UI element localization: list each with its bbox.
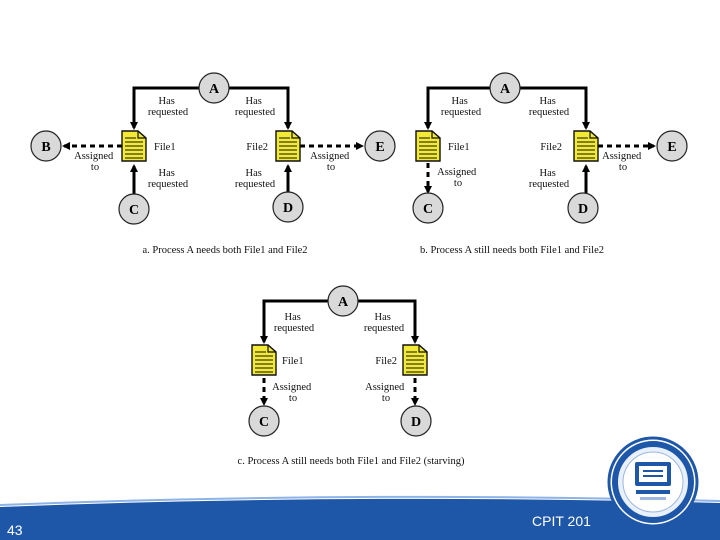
edge-label-has-requested: Has requested [274,312,315,334]
edge-label-has-requested: Has requested [529,96,570,118]
page-number: 43 [7,522,23,538]
node-a: A [327,285,359,317]
node-d: D [272,191,304,223]
file1-icon [121,130,147,162]
edge-a-file2 [519,86,590,130]
edge-label-assigned-to: Assigned to [74,151,116,173]
node-a-label: A [209,82,220,97]
edge-label-assigned-to: Assigned to [437,167,479,189]
panel-b: Has requested Has requested Assigned to … [412,72,688,256]
node-d: D [400,405,432,437]
file1-label: File1 [282,356,304,367]
node-e: E [364,130,396,162]
footer-bar [0,498,720,540]
edge-a-file2 [228,86,292,130]
node-d-label: D [411,415,421,430]
file2-label: File2 [246,142,268,153]
edge-label-has-requested: Has requested [441,96,482,118]
footer: 43 CPIT 201 [0,436,720,540]
file1-label: File1 [154,142,176,153]
file2-icon [275,130,301,162]
edge-label-has-requested: Has requested [529,168,570,190]
node-d: D [567,192,599,224]
edge-label-assigned-to: Assigned to [602,151,644,173]
node-a: A [198,72,230,104]
edge-label-assigned-to: Assigned to [272,382,314,404]
node-a: A [489,72,521,104]
file1-icon [251,344,277,376]
edge-label-has-requested: Has requested [148,96,189,118]
university-seal-icon [607,436,699,528]
node-e: E [656,130,688,162]
node-c: C [412,192,444,224]
file2-icon [573,130,599,162]
node-e-label: E [375,140,384,155]
node-b-label: B [41,140,50,155]
edge-label-has-requested: Has requested [148,168,189,190]
file2-icon [402,344,428,376]
node-e-label: E [667,140,676,155]
course-code: CPIT 201 [532,513,591,529]
edge-label-has-requested: Has requested [235,96,276,118]
node-d-label: D [283,201,293,216]
node-c-label: C [259,415,269,430]
edge-a-file2 [357,299,419,344]
node-c-label: C [129,203,139,218]
file1-icon [415,130,441,162]
edge-label-has-requested: Has requested [364,312,405,334]
node-c: C [248,405,280,437]
caption-a: a. Process A needs both File1 and File2 [142,245,307,256]
edge-label-assigned-to: Assigned to [365,382,407,404]
file2-label: File2 [540,142,562,153]
caption-c: c. Process A still needs both File1 and … [238,456,465,467]
file1-label: File1 [448,142,470,153]
file2-label: File2 [375,356,397,367]
panel-c: Has requested Has requested Assigned to … [238,285,465,467]
node-c-label: C [423,202,433,217]
node-c: C [118,193,150,225]
edge-label-assigned-to: Assigned to [310,151,352,173]
edge-label-has-requested: Has requested [235,168,276,190]
node-d-label: D [578,202,588,217]
edge-a-file1 [130,86,200,130]
node-a-label: A [338,295,349,310]
edge-a-file1 [424,86,491,130]
edge-a-file1 [260,299,329,344]
caption-b: b. Process A still needs both File1 and … [420,245,604,256]
node-a-label: A [500,82,511,97]
panel-a: Has requested Has requested Assigned to … [30,72,396,256]
node-b: B [30,130,62,162]
